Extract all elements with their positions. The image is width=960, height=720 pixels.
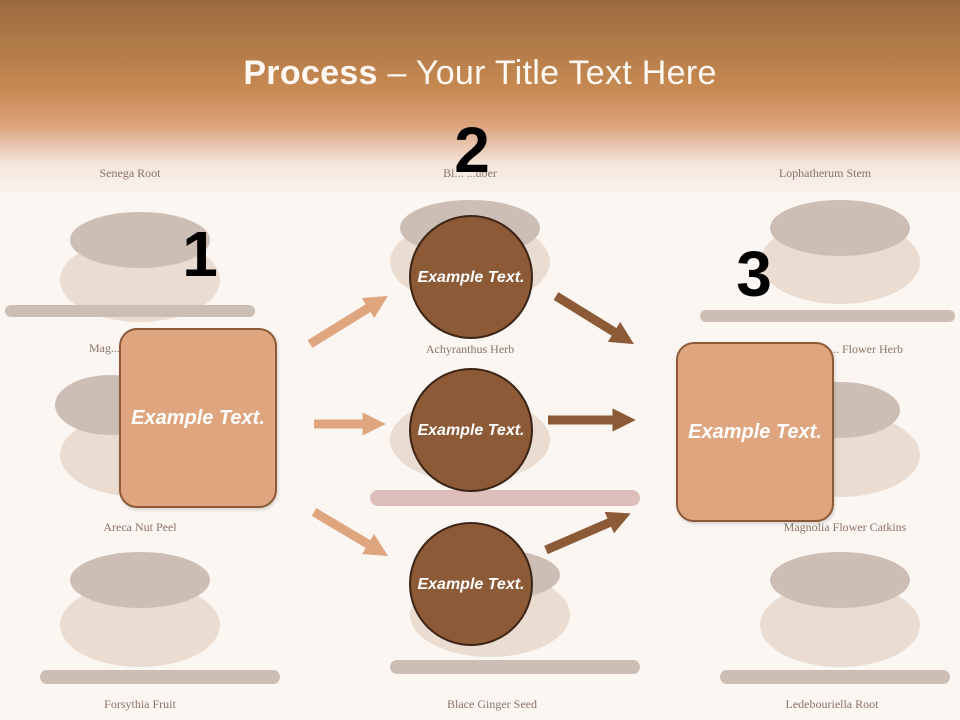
step-number-1: 1 [182,218,218,290]
process-circle-top: Example Text. [409,215,533,339]
slide-title: Process – Your Title Text Here [0,54,960,93]
process-circle-middle-text: Example Text. [417,421,525,439]
arrow-to-top-circle [307,295,388,348]
process-circle-top-text: Example Text. [417,268,525,286]
step-number-3: 3 [736,238,772,310]
title-bold: Process [243,54,378,92]
caption-tuber: Bl... ...uber [443,166,497,180]
arrow-from-top-circle [553,292,634,345]
step-number-2: 2 [454,114,490,186]
process-circle-bottom: Example Text. [409,522,533,646]
title-rest: – Your Title Text Here [377,54,717,92]
caption-achyranthus: Achyranthus Herb [425,342,515,356]
process-box-left: Example Text. [119,328,277,508]
caption-flower-herb: ... Flower Herb [830,342,903,356]
process-circle-middle: Example Text. [409,368,533,492]
process-box-right-text: Example Text. [688,420,822,443]
process-box-left-text: Example Text. [131,406,265,429]
caption-magnolia: Magnolia Flower Catkins [783,520,907,534]
process-box-right: Example Text. [676,342,834,522]
header-band [0,0,960,200]
caption-lophatherum: Lophatherum Stem [778,166,872,180]
caption-senega: Senega Root [99,166,161,180]
caption-areca: Areca Nut Peel [103,520,177,534]
caption-mag: Mag... [89,341,120,355]
process-circle-bottom-text: Example Text. [417,575,525,593]
arrow-to-bottom-circle [311,508,389,556]
caption-forsythia: Forsythia Fruit [104,697,176,711]
caption-ginger: Blace Ginger Seed [447,697,537,711]
caption-ledebouriella: Ledebouriella Root [785,697,879,711]
arrow-from-bottom-circle [544,511,631,555]
